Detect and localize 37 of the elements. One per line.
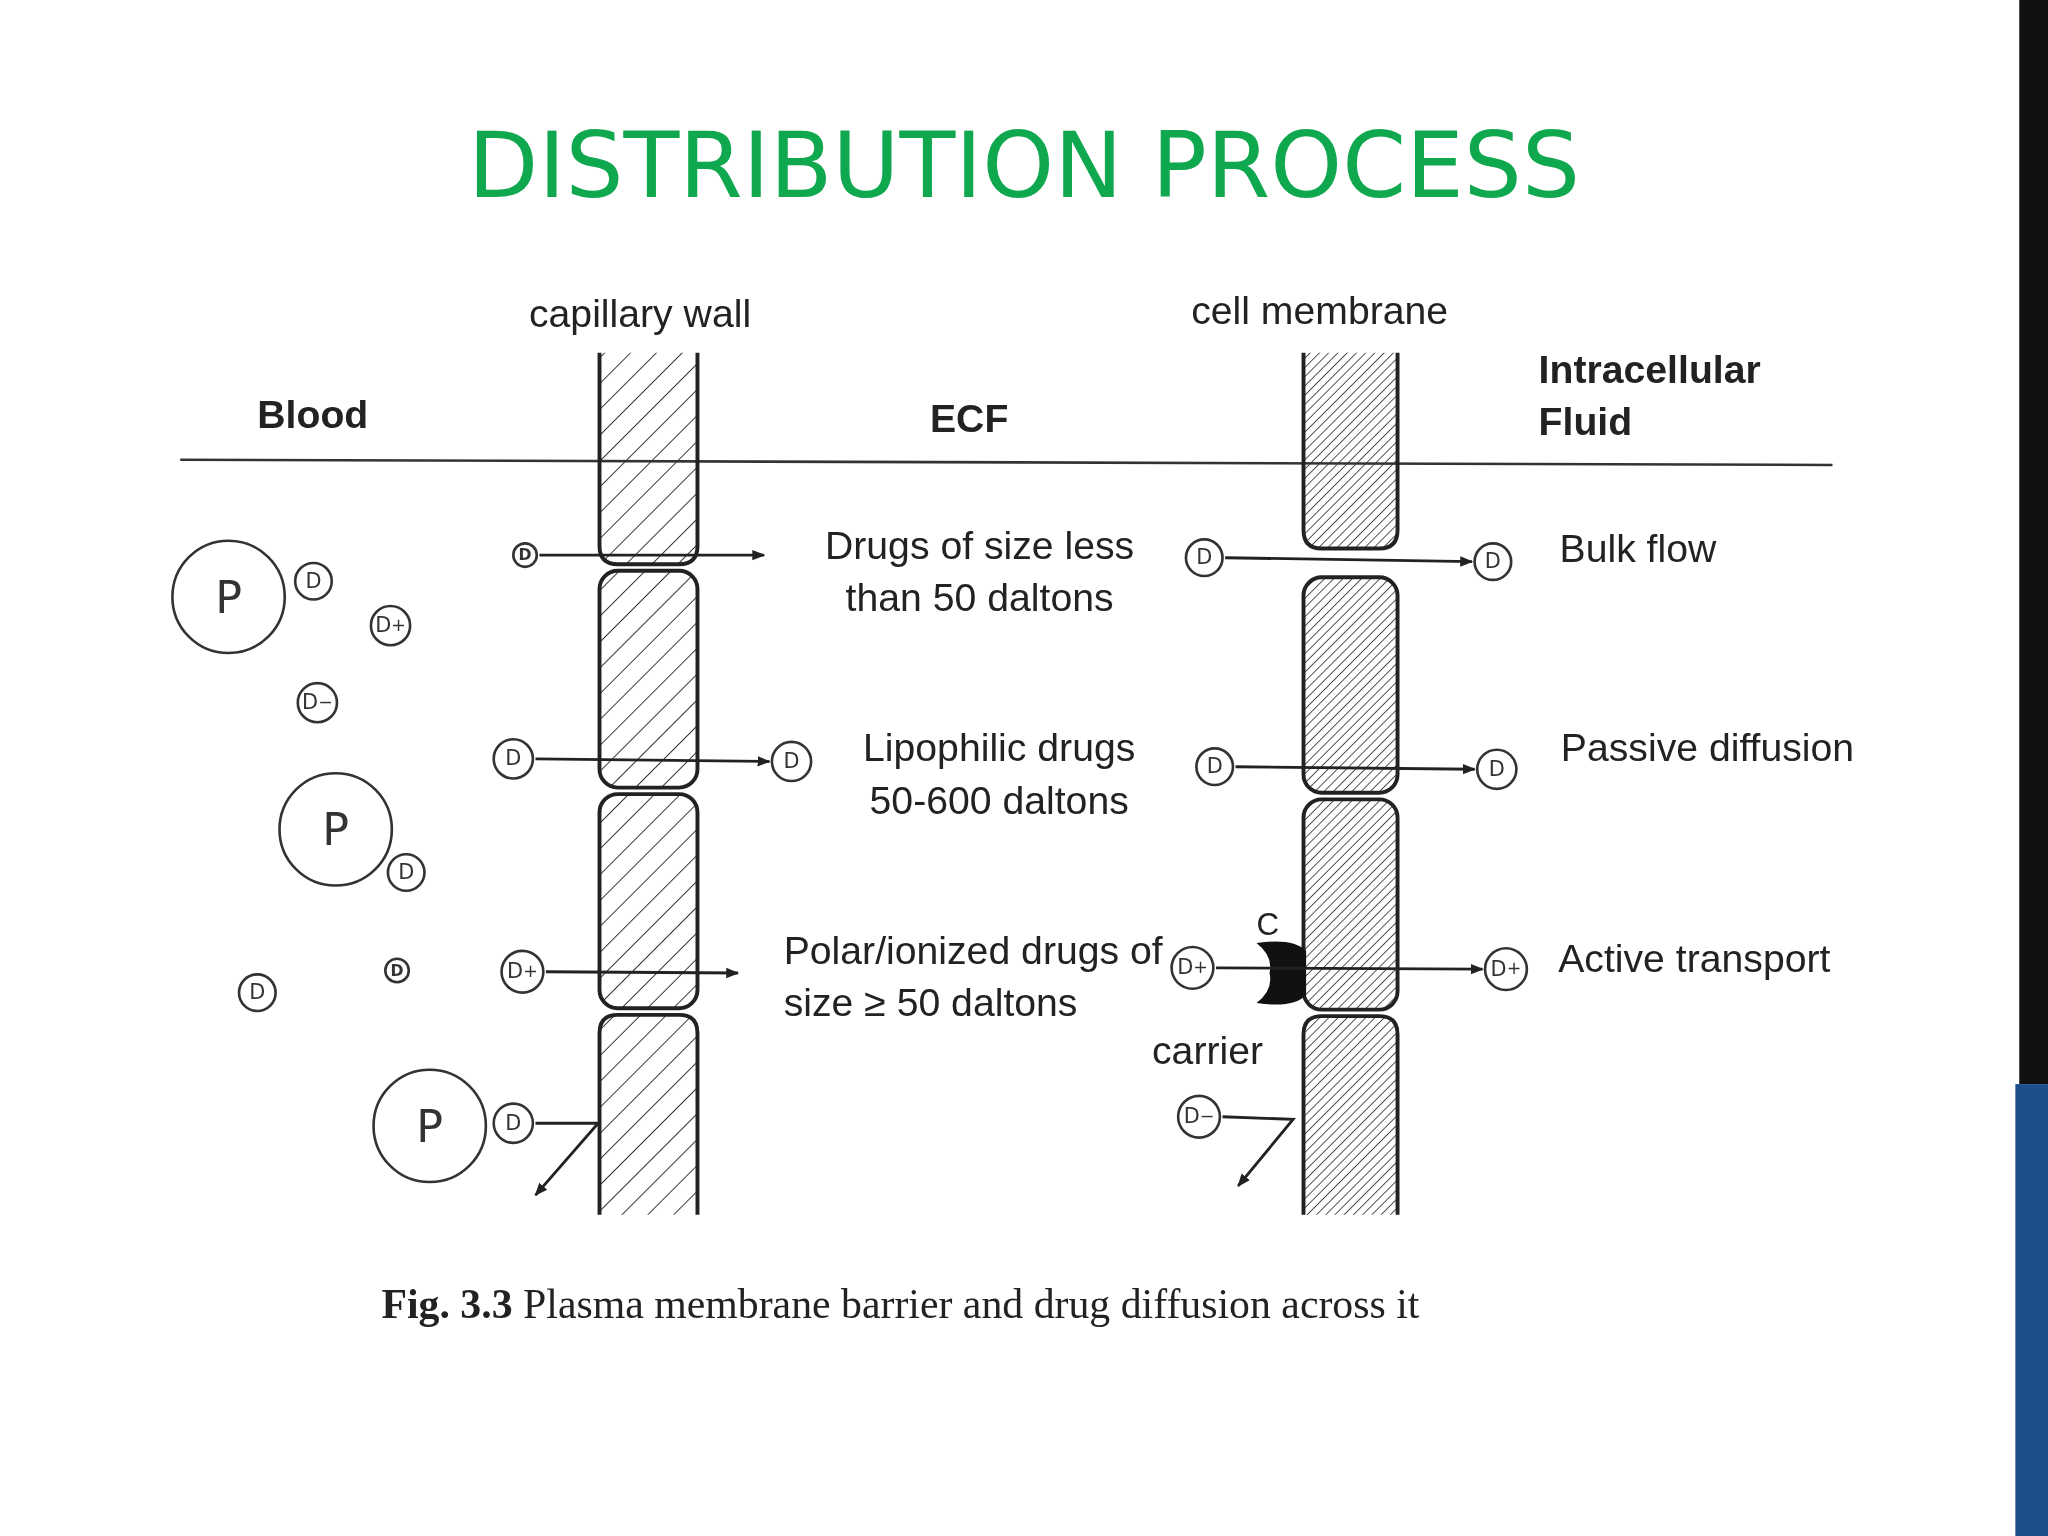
drug-description: Drugs of size less than 50 daltons	[824, 522, 1136, 622]
figure-caption: Fig. 3.3 Plasma membrane barrier and drug diffusion across it	[381, 1279, 1420, 1329]
drug-circle: D	[384, 957, 411, 984]
arrow	[535, 756, 771, 767]
column-label: capillary wall	[529, 290, 752, 337]
carrier-label: C	[1256, 905, 1280, 944]
drug-circle: D	[492, 1102, 535, 1145]
slide-title: DISTRIBUTION PROCESS	[467, 111, 1581, 222]
protein-circle: P	[171, 539, 287, 655]
arrow	[1216, 963, 1484, 975]
drug-description: Lipophilic drugs 50-600 daltons	[862, 725, 1137, 824]
arrow	[539, 549, 766, 561]
arrow	[1235, 763, 1476, 775]
process-label: Passive diffusion	[1560, 725, 1855, 772]
arrow	[1225, 556, 1474, 567]
process-label: Bulk flow	[1559, 525, 1717, 572]
region-label: Blood	[257, 392, 369, 439]
column-label: cell membrane	[1191, 287, 1449, 334]
arrow	[534, 1121, 602, 1197]
drug-circle: D	[293, 561, 334, 601]
arrow	[1222, 1115, 1296, 1187]
process-label: Active transport	[1558, 935, 1831, 982]
drug-circle: D	[770, 740, 813, 783]
region-label: ECF	[929, 396, 1009, 443]
protein-circle: P	[372, 1068, 488, 1184]
drug-circle: D	[492, 737, 535, 780]
region-label: Intracellular Fluid	[1538, 346, 1762, 445]
drug-circle: D	[1184, 538, 1224, 578]
protein-circle: P	[278, 771, 394, 887]
drug-circle: D	[237, 973, 277, 1013]
drug-circle: D	[1473, 542, 1513, 582]
drug-circle: D	[386, 852, 426, 893]
arrow	[545, 967, 740, 979]
carrier-label: carrier	[1152, 1028, 1264, 1075]
drug-circle: D	[512, 542, 539, 569]
drug-circle: D	[1195, 747, 1235, 787]
drug-circle: D	[1475, 748, 1518, 791]
